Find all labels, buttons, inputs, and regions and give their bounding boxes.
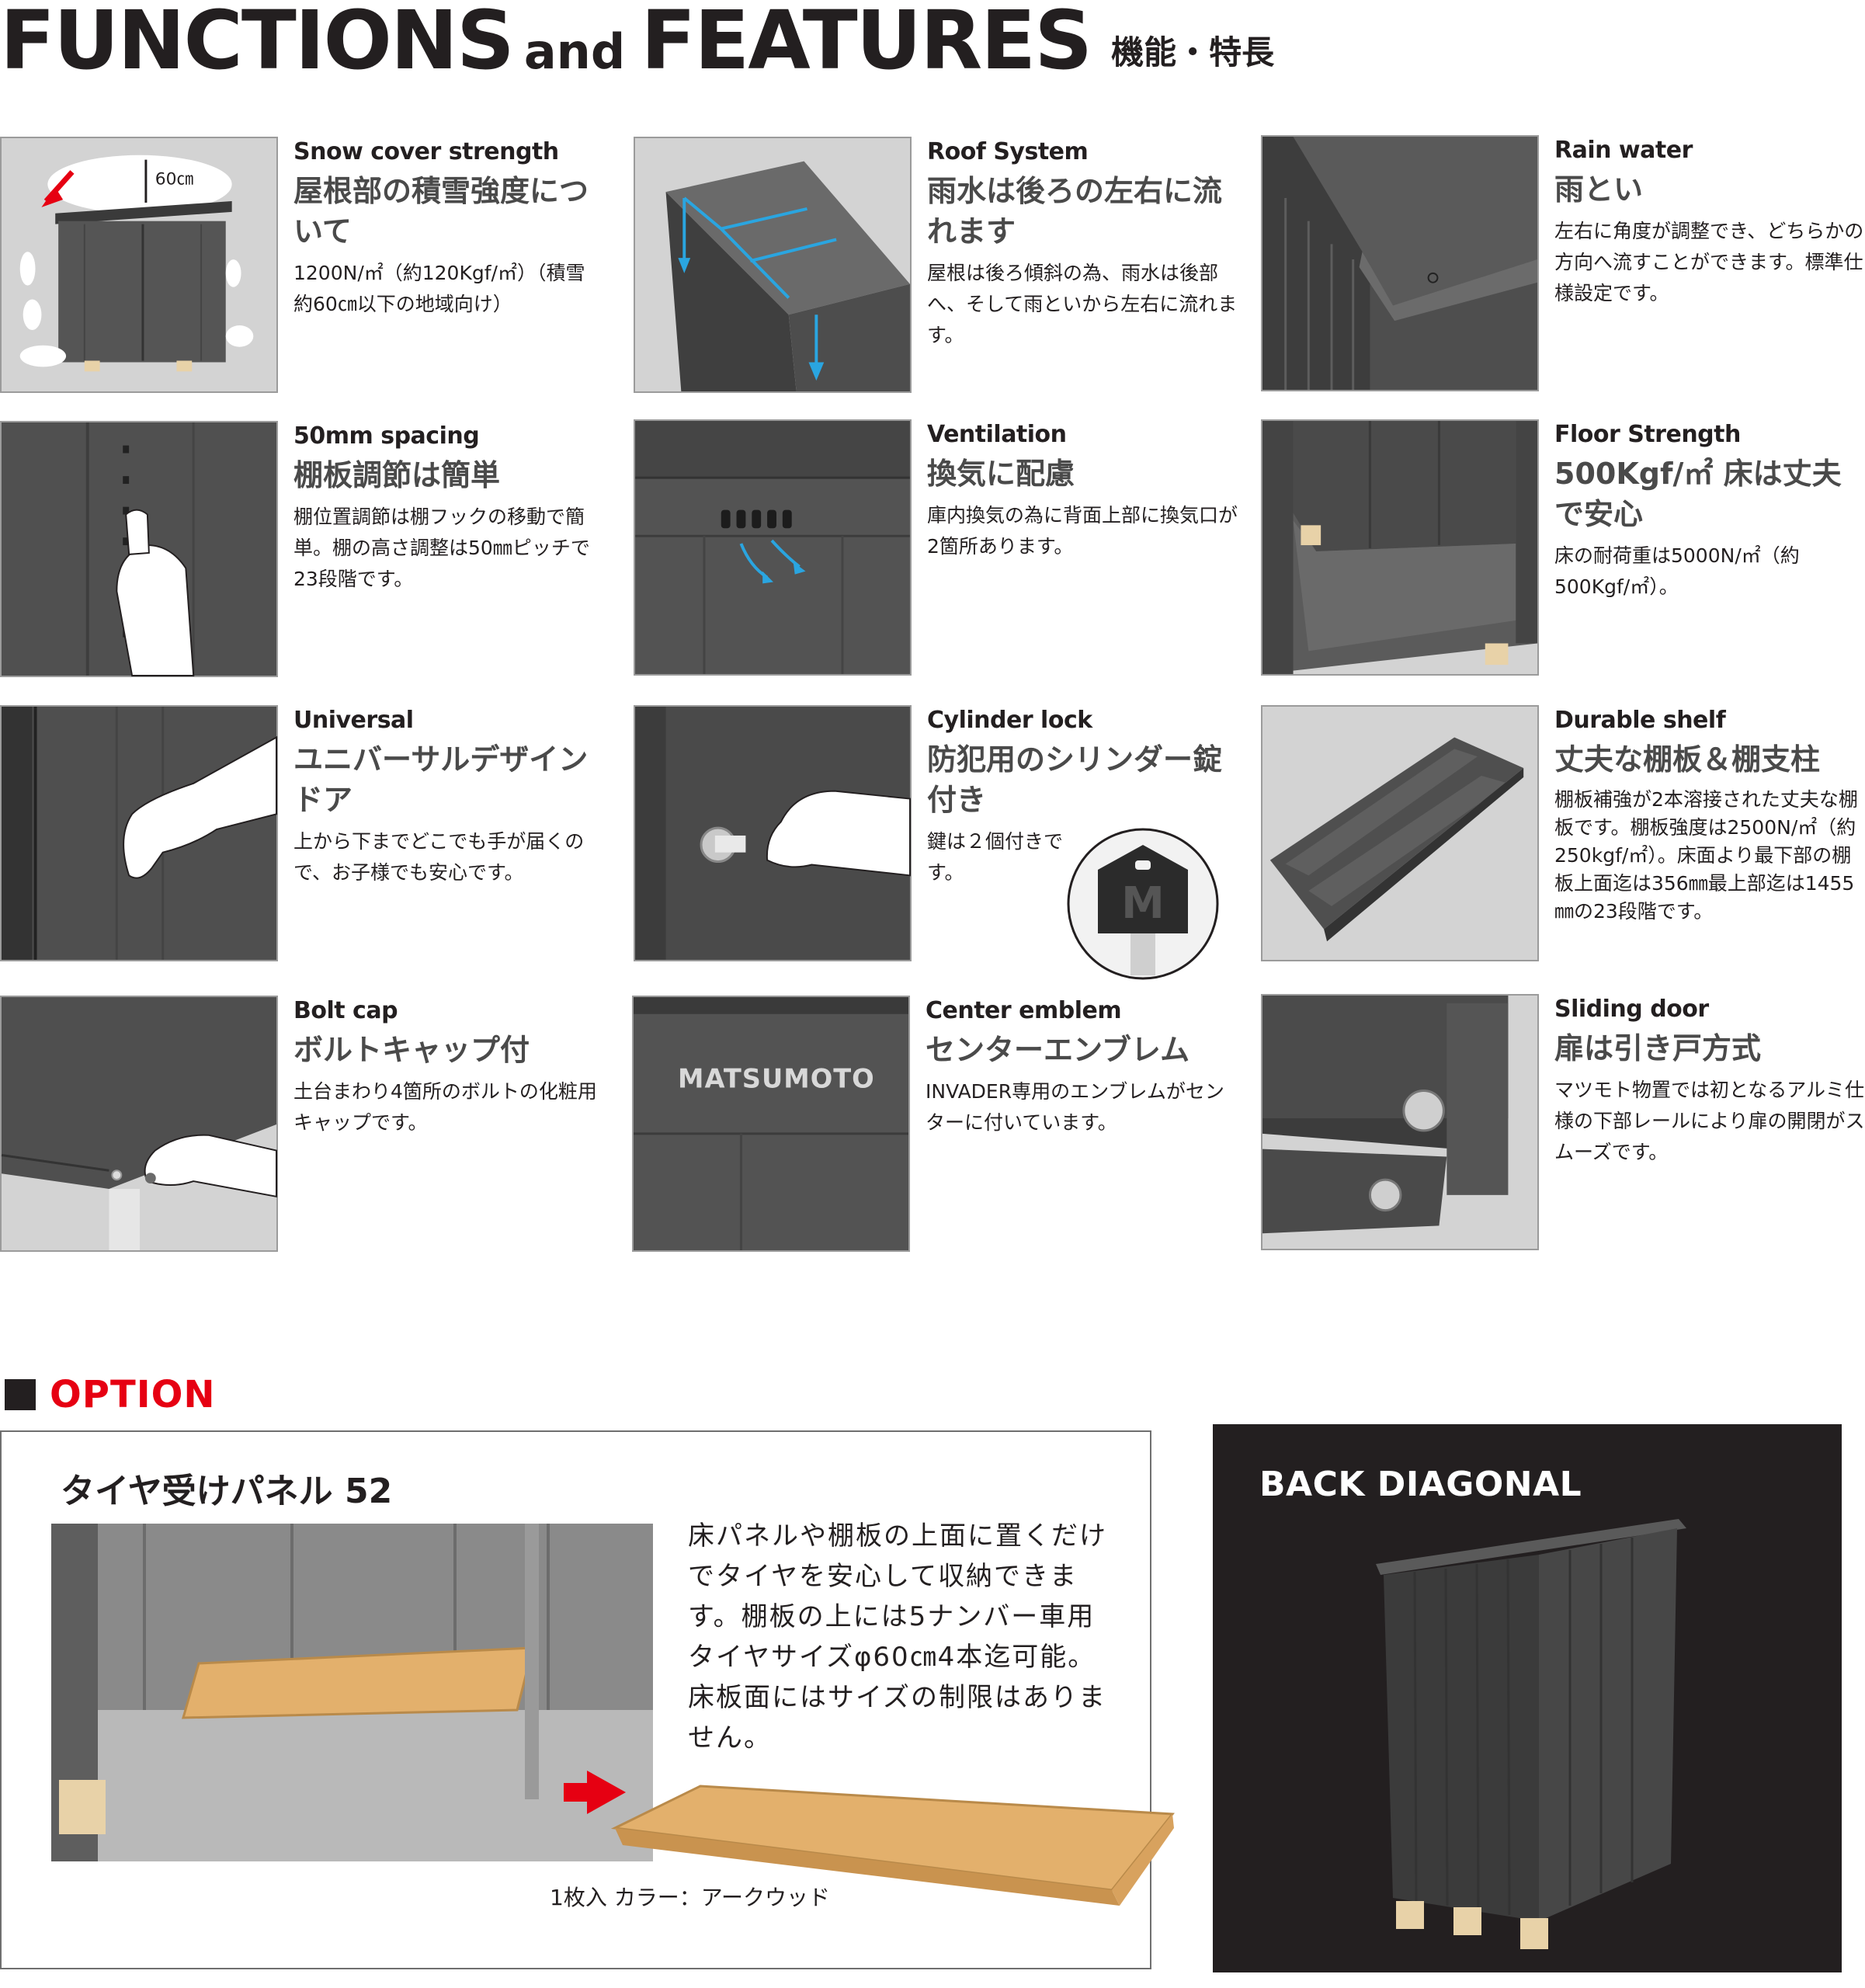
center-emblem-title-en: Center emblem [926,997,1122,1024]
durable-shelf-title-en: Durable shelf [1554,707,1726,734]
roof-system-image [634,137,912,393]
spacing-body: 棚位置調節は棚フックの移動で簡単。棚の高さ調整は50㎜ピッチで23段階です。 [293,506,590,590]
emblem-label: MATSUMOTO [678,1064,875,1094]
durable-shelf-image [1261,705,1539,961]
floor-strength-title-en: Floor Strength [1554,421,1741,448]
spacing-title-en: 50mm spacing [293,422,480,450]
rain-water-title-en: Rain water [1554,137,1693,164]
roof-system-title-jp: 雨水は後ろの左右に流れます [927,174,1223,248]
snow-cover-title-en: Snow cover strength [293,138,559,165]
floor-strength-title-jp: 500Kgf/㎡ 床は丈夫で安心 [1554,457,1842,531]
option-product-title: タイヤ受けパネル 52 [61,1472,393,1511]
sliding-door-title-jp: 扉は引き戸方式 [1554,1031,1762,1065]
universal-title-en: Universal [293,707,414,734]
option-label: OPTION [50,1373,216,1416]
spacing-title-jp: 棚板調節は簡単 [293,458,501,492]
floor-strength-image [1261,419,1539,676]
durable-shelf-title-jp: 丈夫な棚板＆棚支柱 [1554,742,1821,777]
center-emblem-body: INVADER専用のエンブレムがセンターに付いています。 [926,1080,1224,1134]
key-logo-label: M [1121,878,1165,929]
bolt-cap-image [0,996,278,1252]
back-diagonal-image [1213,1424,1842,1972]
universal-image [0,705,278,961]
title-and: and [523,23,626,80]
center-emblem-title-jp: センターエンブレム [926,1033,1190,1067]
rain-water-title-jp: 雨とい [1554,172,1644,207]
sliding-door-body: マツモト物置では初となるアルミ仕様の下部レールにより扉の開閉がスムーズです。 [1554,1079,1865,1163]
back-diagonal-title: BACK DIAGONAL [1259,1465,1582,1504]
ventilation-title-en: Ventilation [927,421,1067,448]
page-title: FUNCTIONS and FEATURES 機能・特長 [0,0,1274,85]
snow-cover-title-jp: 屋根部の積雪強度について [293,174,589,248]
bolt-cap-title-en: Bolt cap [293,997,398,1024]
title-features: FEATURES [641,0,1092,88]
title-functions: FUNCTIONS [0,0,515,88]
cylinder-lock-image [634,705,912,961]
snow-cover-image: 60㎝ [0,137,278,393]
sliding-door-title-en: Sliding door [1554,996,1709,1023]
ventilation-image [634,419,912,676]
option-caption: 1枚入 カラー：アークウッド [550,1885,831,1910]
title-jp: 機能・特長 [1111,33,1275,71]
cylinder-lock-title-jp: 防犯用のシリンダー錠付き [927,742,1223,817]
roof-system-body: 屋根は後ろ傾斜の為、雨水は後部へ、そして雨といから左右に流れます。 [927,262,1238,346]
option-panel-image [610,1774,1175,1921]
universal-title-jp: ユニバーサルデザインドア [293,742,589,817]
back-diagonal-panel: BACK DIAGONAL [1213,1424,1842,1972]
option-description: 床パネルや棚板の上面に置くだけでタイヤを安心して収納できます。棚板の上には5ナン… [688,1521,1107,1753]
ventilation-title-jp: 換気に配慮 [927,457,1075,491]
option-square-icon [5,1379,36,1410]
rain-water-body: 左右に角度が調整でき、どちらかの方向へ流すことができます。標準仕様設定です。 [1554,220,1864,304]
universal-body: 上から下までどこでも手が届くので、お子様でも安心です。 [293,830,585,884]
roof-system-title-en: Roof System [927,138,1089,165]
option-photo [51,1524,653,1861]
option-box: タイヤ受けパネル 52 床パネルや棚板の上面に置くだけでタイヤを安心して収納でき… [0,1430,1175,1969]
center-emblem-image: MATSUMOTO [632,996,910,1252]
option-heading: OPTION [5,1373,216,1416]
snow-height-label: 60㎝ [155,169,194,189]
cylinder-lock-body: 鍵は２個付きです。 [927,830,1064,884]
snow-cover-body: 1200N/㎡（約120Kgf/㎡）（積雪約60㎝以下の地域向け） [293,262,585,315]
bolt-cap-title-jp: ボルトキャップ付 [293,1033,530,1067]
sliding-door-image [1261,994,1539,1250]
rain-water-image [1261,135,1539,391]
key-icon: M [1065,826,1221,982]
bolt-cap-body: 土台まわり4箇所のボルトの化粧用キャップです。 [293,1080,597,1134]
floor-strength-body: 床の耐荷重は5000N/㎡（約500Kgf/㎡）。 [1554,544,1800,598]
ventilation-body: 庫内換気の為に背面上部に換気口が2箇所あります。 [927,504,1238,558]
durable-shelf-body: 棚板補強が2本溶接された丈夫な棚板です。棚板強度は2500N/㎡（約250kgf… [1554,788,1858,923]
cylinder-lock-title-en: Cylinder lock [927,707,1092,734]
spacing-image [0,421,278,677]
